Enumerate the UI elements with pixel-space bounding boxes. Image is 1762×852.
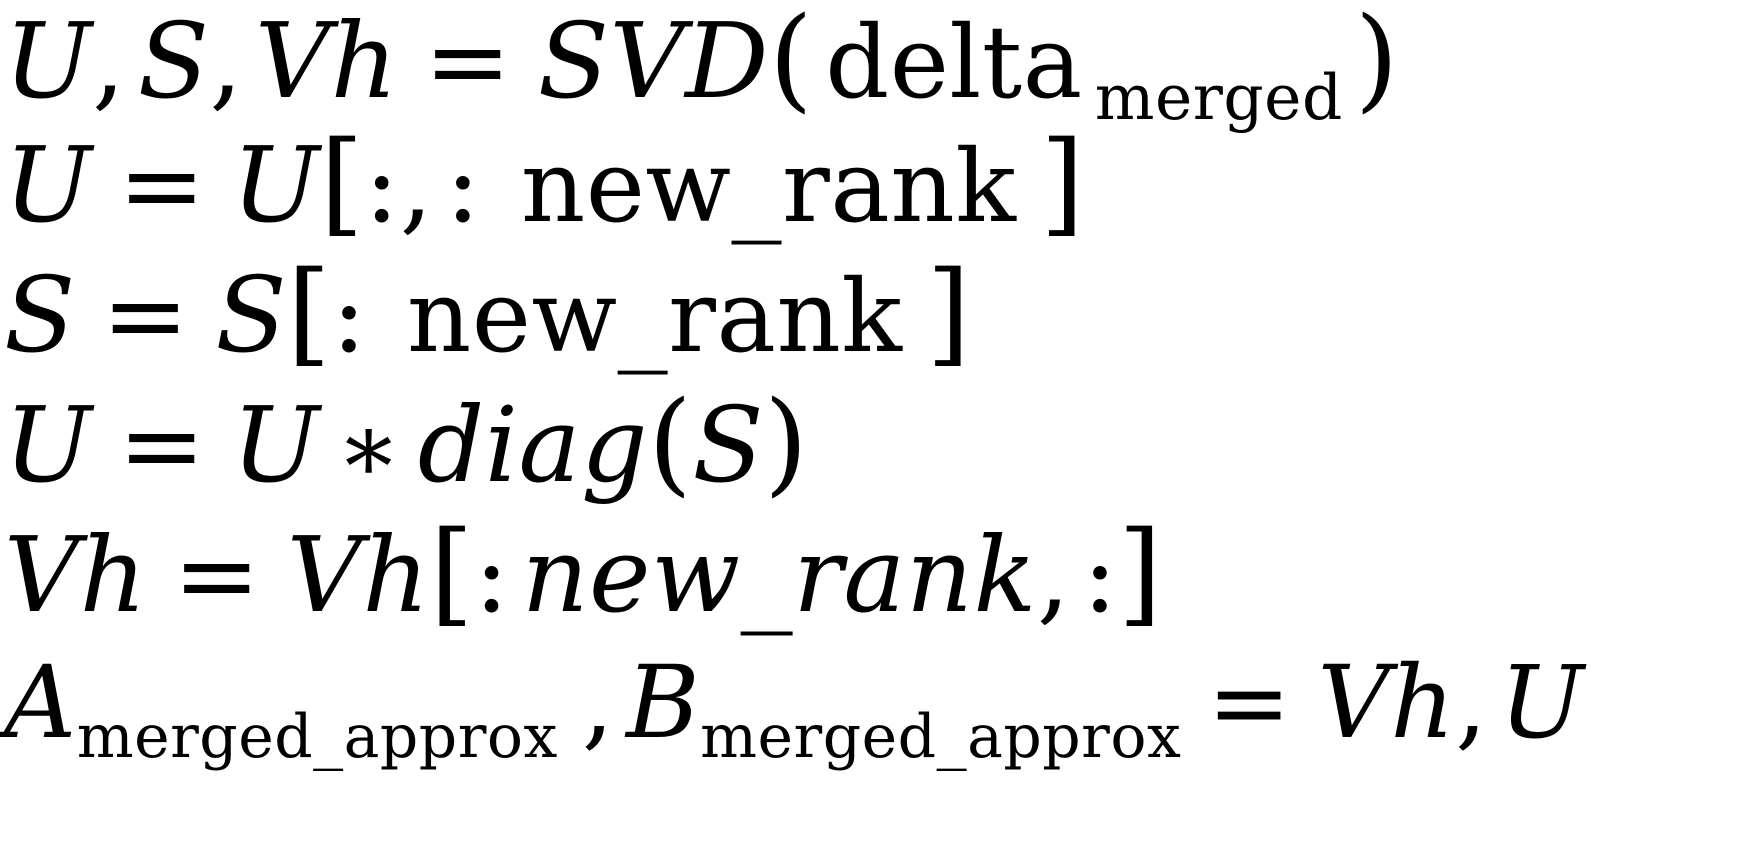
- variable-v: V: [255, 0, 331, 122]
- bracket-open: [: [319, 118, 365, 248]
- colon: :: [445, 124, 481, 246]
- colon: :: [331, 254, 367, 376]
- bracket-close: ]: [926, 248, 971, 378]
- function-diag: diag: [417, 384, 649, 506]
- bracket-close: ]: [1040, 118, 1085, 248]
- colon: :: [364, 124, 400, 246]
- variable-v-lhs: V: [4, 514, 80, 636]
- variable-u-rhs: U: [1499, 644, 1585, 761]
- variable-h-lhs: h: [79, 514, 148, 636]
- equals-sign: =: [1207, 644, 1292, 761]
- paren-close: ): [1354, 0, 1399, 124]
- variable-u-lhs: U: [4, 384, 93, 506]
- bracket-close: ]: [1117, 508, 1163, 638]
- variable-s-rhs: S: [215, 254, 288, 376]
- function-letter-v: V: [609, 0, 686, 122]
- variable-u-rhs: U: [231, 384, 320, 506]
- bracket-open: [: [429, 508, 475, 638]
- paren-open: (: [648, 378, 693, 508]
- argument-delta: delta: [825, 4, 1083, 121]
- equation-line-3: S=S[:new_rank]: [0, 248, 971, 378]
- variable-v-rhs: V: [286, 514, 363, 636]
- equals-sign: =: [101, 254, 190, 376]
- variable-h: h: [330, 0, 399, 122]
- comma: ,: [581, 644, 615, 761]
- variable-v-rhs: V: [1317, 644, 1391, 761]
- variable-u: U: [4, 0, 93, 122]
- index-new-rank: new_rank: [521, 514, 1037, 636]
- variable-h-rhs: h: [1390, 644, 1456, 761]
- equation-line-2: U=U[:,:new_rank]: [0, 118, 1085, 248]
- comma: ,: [399, 124, 434, 246]
- variable-u-rhs: U: [231, 124, 320, 246]
- comma: ,: [1036, 514, 1071, 636]
- bracket-open: [: [287, 248, 332, 378]
- paren-close: ): [764, 378, 809, 508]
- multiplication-operator: ∗: [335, 392, 402, 504]
- subscript-merged-approx-b: merged_approx: [700, 702, 1182, 772]
- paren-open: (: [769, 0, 814, 124]
- equals-sign: =: [424, 0, 512, 122]
- variable-h-rhs: h: [362, 514, 430, 636]
- comma: ,: [1455, 644, 1488, 761]
- comma: ,: [92, 0, 126, 122]
- comma: ,: [209, 0, 244, 122]
- function-letter-s: S: [537, 0, 610, 122]
- variable-u-lhs: U: [4, 124, 93, 246]
- variable-a: A: [4, 644, 77, 761]
- subscript-merged-approx-a: merged_approx: [76, 702, 558, 772]
- function-letter-d: D: [685, 0, 770, 122]
- equals-sign: =: [118, 124, 206, 246]
- variable-s: S: [137, 0, 210, 122]
- variable-b: B: [626, 644, 701, 761]
- argument-s: S: [692, 384, 765, 506]
- colon: :: [1082, 514, 1118, 636]
- variable-s-lhs: S: [4, 254, 76, 376]
- index-new-rank: new_rank: [406, 258, 903, 375]
- equation-line-5: Vh=Vh[:new_rank,:]: [0, 508, 1162, 638]
- subscript-merged: merged: [1094, 61, 1343, 134]
- colon: :: [474, 514, 510, 636]
- index-new-rank: new_rank: [520, 128, 1017, 245]
- equation-line-4: U=U∗diag(S): [0, 378, 808, 508]
- equation-line-6: Amerged_approx,Bmerged_approx=Vh,U: [0, 638, 1585, 772]
- equals-sign: =: [118, 384, 206, 506]
- equals-sign: =: [173, 514, 261, 636]
